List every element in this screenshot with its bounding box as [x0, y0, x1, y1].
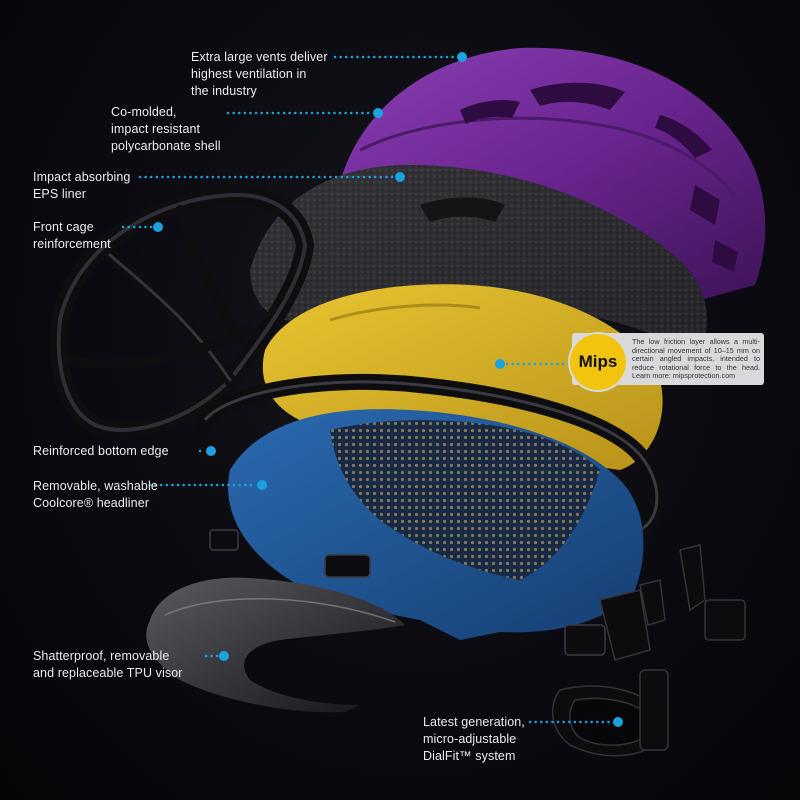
callout-dots [153, 52, 623, 727]
bottom-edge-ring [193, 373, 665, 538]
retention-clips [209, 529, 606, 656]
visor [146, 577, 405, 713]
label-bottom-edge: Reinforced bottom edge [33, 444, 169, 458]
front-cage [49, 185, 315, 439]
callout-dot-eps [395, 172, 405, 182]
leader-lines [121, 55, 614, 724]
label-cage: Front cage reinforcement [33, 220, 111, 251]
callout-dot-headliner [257, 480, 267, 490]
callout-dot-visor [219, 651, 229, 661]
callout-dot-mips [495, 359, 505, 369]
callout-dot-dialfit [613, 717, 623, 727]
callout-dot-cage [153, 222, 163, 232]
mips-description: The low friction layer allows a multi-di… [632, 337, 760, 381]
headliner [228, 409, 644, 640]
callout-dot-bottom-edge [206, 446, 216, 456]
label-visor: Shatterproof, removable and replaceable … [33, 649, 183, 680]
label-eps: Impact absorbing EPS liner [33, 170, 131, 201]
callout-dot-vents [457, 52, 467, 62]
outer-shell [335, 47, 766, 300]
label-dialfit: Latest generation, micro-adjustable Dial… [423, 715, 525, 763]
mips-badge: Mips [570, 334, 626, 390]
label-shell: Co-molded, impact resistant polycarbonat… [111, 105, 221, 153]
dialfit-system [551, 544, 746, 757]
label-vents: Extra large vents deliver highest ventil… [191, 50, 328, 98]
label-headliner: Removable, washable Coolcore® headliner [33, 479, 158, 510]
callout-dot-shell [373, 108, 383, 118]
